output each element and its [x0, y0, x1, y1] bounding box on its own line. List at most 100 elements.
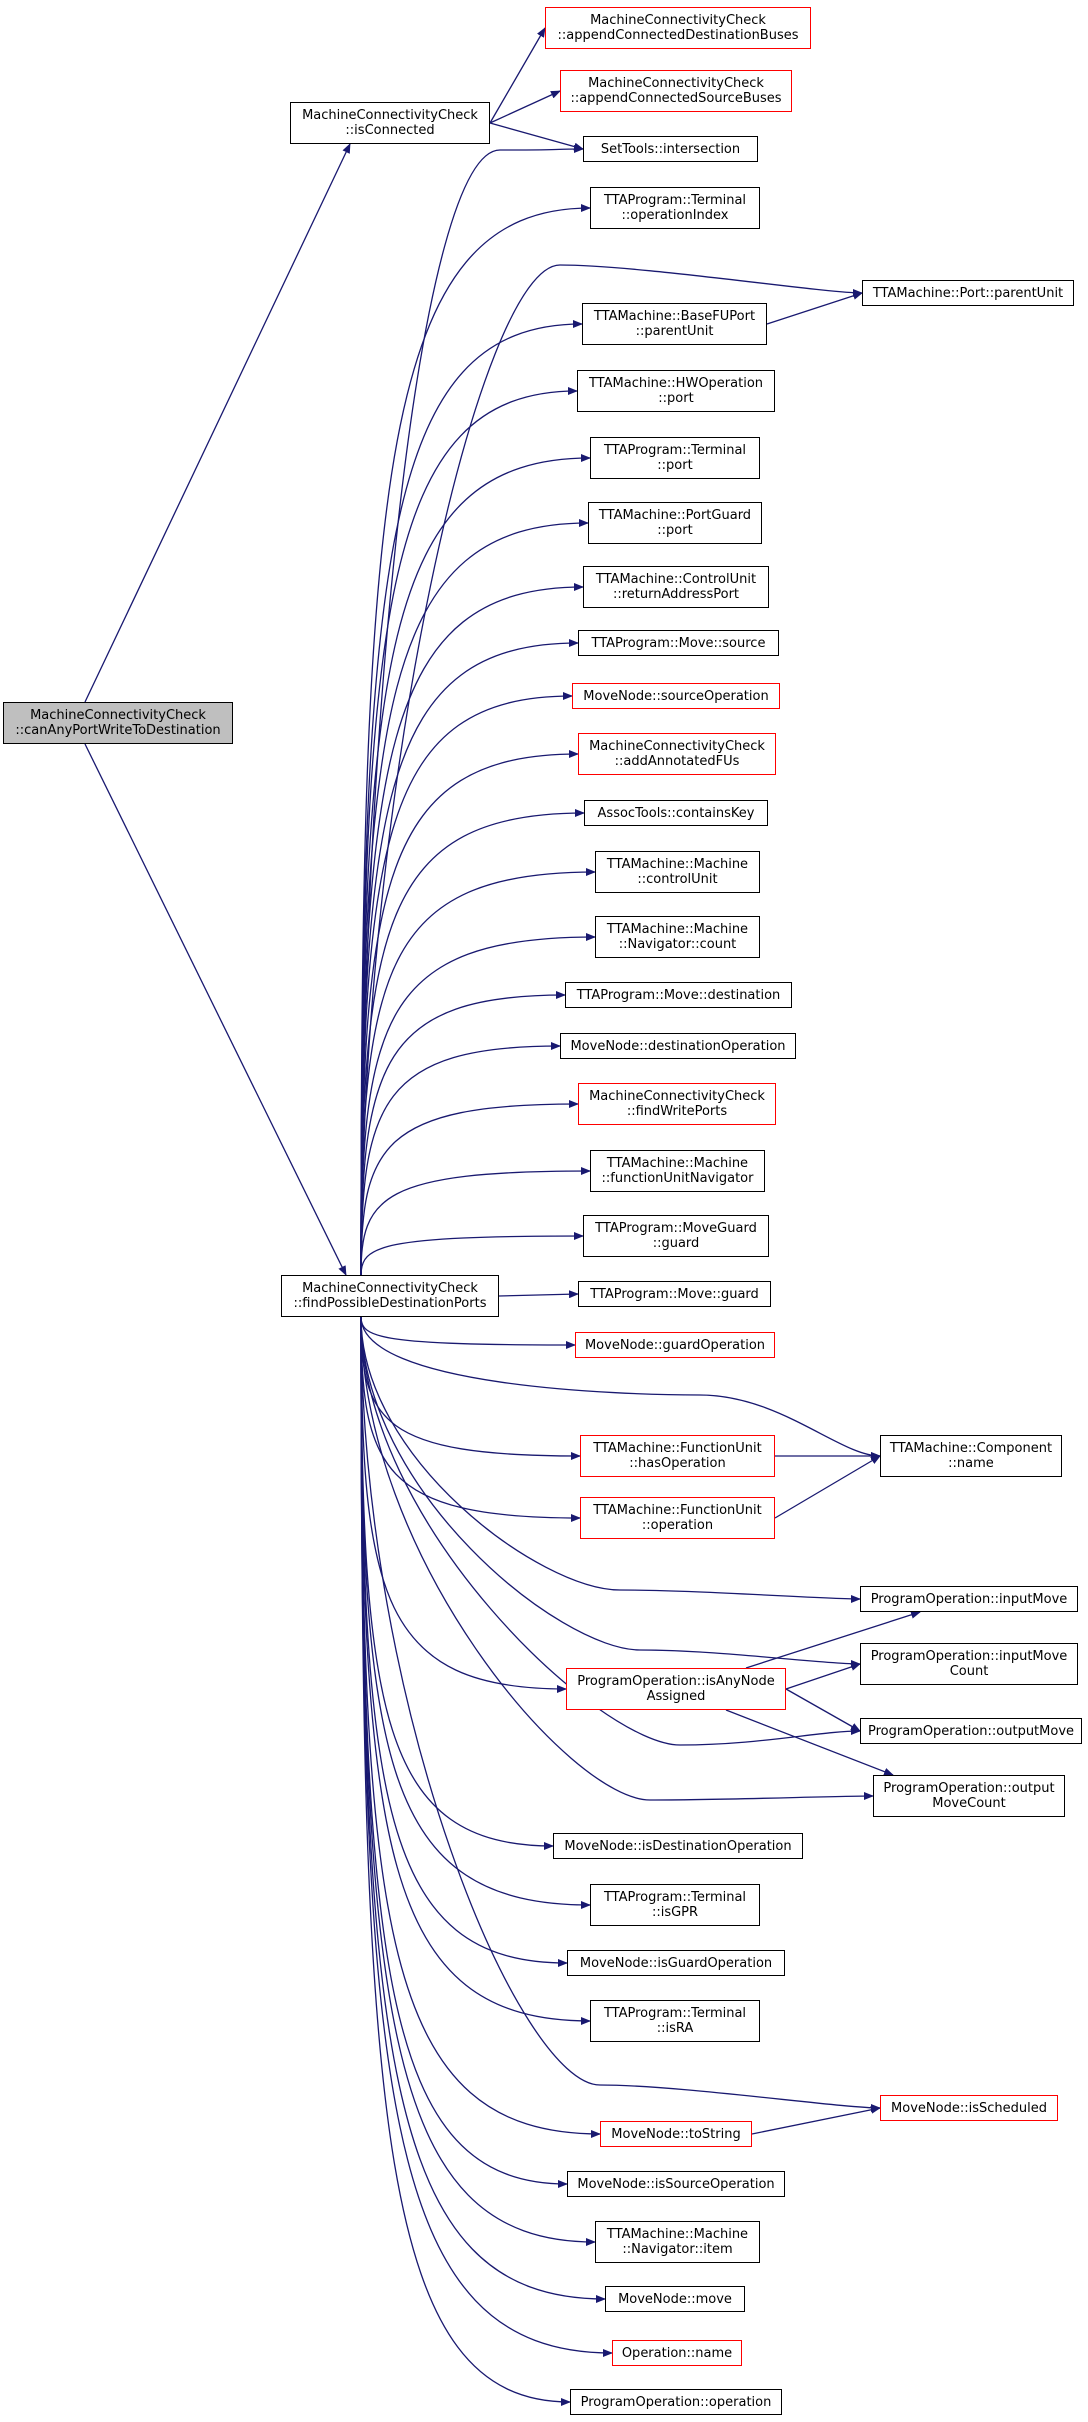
- function-node-root: MachineConnectivityCheck::canAnyPortWrit…: [3, 702, 233, 744]
- node-label-line2: ::port: [657, 458, 693, 473]
- call-edge: [360, 1316, 554, 1850]
- function-node-is-g-p-r[interactable]: TTAProgram::Terminal::isGPR: [590, 1884, 760, 1926]
- function-node-destination-operation[interactable]: MoveNode::destinationOperation: [560, 1033, 796, 1059]
- function-node-move-destination[interactable]: TTAProgram::Move::destination: [565, 982, 792, 1008]
- function-node-input-move[interactable]: ProgramOperation::inputMove: [860, 1586, 1078, 1612]
- function-node-navigator-count[interactable]: TTAMachine::Machine::Navigator::count: [595, 916, 760, 958]
- function-node-output-move[interactable]: ProgramOperation::outputMove: [860, 1718, 1082, 1744]
- function-node-source-operation[interactable]: MoveNode::sourceOperation: [572, 683, 780, 709]
- function-node-has-operation[interactable]: TTAMachine::FunctionUnit::hasOperation: [580, 1435, 775, 1477]
- node-label-line1: TTAProgram::Move::source: [591, 635, 766, 651]
- node-label-line1: TTAMachine::Machine: [606, 1156, 749, 1171]
- call-edge: [360, 1316, 861, 1603]
- function-node-port-parent-unit[interactable]: TTAMachine::Port::parentUnit: [862, 280, 1074, 306]
- call-edge: [360, 1316, 874, 1801]
- node-label-line2: ::addAnnotatedFUs: [614, 754, 740, 769]
- call-edge: [360, 639, 579, 1276]
- function-node-contains-key[interactable]: AssocTools::containsKey: [584, 800, 768, 826]
- function-node-move[interactable]: MoveNode::move: [605, 2286, 745, 2312]
- node-label-line2: ::isGPR: [651, 1905, 699, 1920]
- function-node-operation-index[interactable]: TTAProgram::Terminal::operationIndex: [590, 187, 760, 229]
- call-edge: [360, 1316, 581, 1522]
- function-node-find-possible-destination-ports[interactable]: MachineConnectivityCheck::findPossibleDe…: [281, 1275, 499, 1317]
- node-label-line1: TTAMachine::PortGuard: [598, 508, 752, 523]
- node-label-line2: ::Navigator::count: [618, 937, 737, 952]
- node-label-line2: MoveCount: [932, 1796, 1006, 1811]
- function-node-is-destination-operation[interactable]: MoveNode::isDestinationOperation: [553, 1833, 803, 1859]
- function-node-move-source[interactable]: TTAProgram::Move::source: [578, 630, 779, 656]
- function-node-port-guard-port[interactable]: TTAMachine::PortGuard::port: [588, 502, 762, 544]
- node-label-line1: TTAProgram::MoveGuard: [595, 1221, 757, 1236]
- call-edge: [360, 1316, 576, 1349]
- function-node-intersection[interactable]: SetTools::intersection: [583, 136, 758, 162]
- function-node-function-unit-navigator[interactable]: TTAMachine::Machine::functionUnitNavigat…: [590, 1150, 765, 1192]
- node-label-line2: ::controlUnit: [637, 872, 718, 887]
- node-label-line2: ::parentUnit: [635, 324, 714, 339]
- function-node-append-connected-source-buses[interactable]: MachineConnectivityCheck::appendConnecte…: [560, 70, 792, 112]
- node-label-line2: ::hasOperation: [629, 1456, 726, 1471]
- node-label-line2: ::returnAddressPort: [612, 587, 740, 602]
- node-label-line1: MoveNode::destinationOperation: [570, 1038, 786, 1054]
- call-edge: [489, 27, 546, 124]
- node-label-line1: TTAMachine::FunctionUnit: [593, 1503, 762, 1518]
- function-node-navigator-item[interactable]: TTAMachine::Machine::Navigator::item: [595, 2221, 760, 2263]
- call-edge: [360, 1316, 568, 1967]
- node-label-line1: TTAMachine::FunctionUnit: [593, 1441, 762, 1456]
- node-label-line1: MoveNode::isDestinationOperation: [564, 1838, 792, 1854]
- function-node-operation-name[interactable]: Operation::name: [612, 2340, 742, 2366]
- function-node-guard-operation[interactable]: MoveNode::guardOperation: [575, 1332, 775, 1358]
- call-edge: [360, 1316, 881, 1460]
- function-node-fu-operation[interactable]: TTAMachine::FunctionUnit::operation: [580, 1497, 775, 1539]
- node-label-line2: ::canAnyPortWriteToDestination: [15, 723, 221, 738]
- call-edge: [360, 1316, 861, 1668]
- function-node-is-guard-operation[interactable]: MoveNode::isGuardOperation: [567, 1950, 785, 1976]
- call-edge: [751, 2105, 881, 2135]
- function-node-move-guard-guard[interactable]: TTAProgram::MoveGuard::guard: [583, 1215, 769, 1257]
- function-node-move-guard[interactable]: TTAProgram::Move::guard: [578, 1281, 771, 1307]
- node-label-line1: TTAProgram::Terminal: [603, 1890, 747, 1905]
- node-label-line1: TTAMachine::ControlUnit: [595, 572, 757, 587]
- function-node-control-unit[interactable]: TTAMachine::Machine::controlUnit: [595, 851, 760, 893]
- node-label-line1: MachineConnectivityCheck: [30, 708, 206, 723]
- call-edge: [774, 1455, 881, 1519]
- function-node-is-connected[interactable]: MachineConnectivityCheck::isConnected: [290, 102, 490, 144]
- function-node-add-annotated-f-us[interactable]: MachineConnectivityCheck::addAnnotatedFU…: [578, 733, 776, 775]
- node-label-line2: ::operation: [641, 1518, 714, 1533]
- node-label-line1: TTAMachine::Port::parentUnit: [872, 285, 1064, 301]
- call-edge: [785, 1663, 861, 1690]
- function-node-terminal-port[interactable]: TTAProgram::Terminal::port: [590, 437, 760, 479]
- function-node-find-write-ports[interactable]: MachineConnectivityCheck::findWritePorts: [578, 1083, 776, 1125]
- function-node-return-address-port[interactable]: TTAMachine::ControlUnit::returnAddressPo…: [583, 566, 769, 608]
- call-edge: [84, 143, 351, 703]
- node-label-line2: ::appendConnectedSourceBuses: [570, 91, 782, 106]
- function-node-to-string[interactable]: MoveNode::toString: [600, 2121, 752, 2147]
- function-node-hw-operation-port[interactable]: TTAMachine::HWOperation::port: [577, 370, 775, 412]
- node-label-line1: TTAProgram::Terminal: [603, 443, 747, 458]
- call-edge: [360, 519, 589, 1276]
- function-node-component-name[interactable]: TTAMachine::Component::name: [880, 1435, 1062, 1477]
- node-label-line1: TTAMachine::HWOperation: [588, 376, 764, 391]
- node-label-line1: SetTools::intersection: [600, 141, 741, 157]
- call-edge: [360, 1316, 571, 2406]
- function-node-is-r-a[interactable]: TTAProgram::Terminal::isRA: [590, 2000, 760, 2042]
- call-edge: [360, 1316, 861, 1746]
- node-label-line1: MoveNode::guardOperation: [584, 1337, 766, 1353]
- node-label-line1: TTAProgram::Terminal: [603, 193, 747, 208]
- node-label-line1: TTAMachine::Component: [889, 1441, 1053, 1456]
- node-label-line1: MachineConnectivityCheck: [589, 739, 765, 754]
- node-label-line1: MachineConnectivityCheck: [302, 108, 478, 123]
- node-label-line1: ProgramOperation::inputMove: [870, 1591, 1068, 1607]
- node-label-line1: MachineConnectivityCheck: [590, 13, 766, 28]
- function-node-is-source-operation[interactable]: MoveNode::isSourceOperation: [567, 2171, 785, 2197]
- node-label-line1: MoveNode::isScheduled: [891, 2100, 1047, 2116]
- function-node-po-operation[interactable]: ProgramOperation::operation: [570, 2389, 782, 2415]
- function-node-append-connected-destination-buses[interactable]: MachineConnectivityCheck::appendConnecte…: [545, 7, 811, 49]
- function-node-base-f-u-port-parent-unit[interactable]: TTAMachine::BaseFUPort::parentUnit: [582, 303, 767, 345]
- node-label-line1: MoveNode::toString: [611, 2126, 741, 2142]
- call-edge: [360, 204, 591, 1276]
- function-node-is-scheduled[interactable]: MoveNode::isScheduled: [880, 2095, 1058, 2121]
- node-label-line1: TTAMachine::Machine: [606, 922, 749, 937]
